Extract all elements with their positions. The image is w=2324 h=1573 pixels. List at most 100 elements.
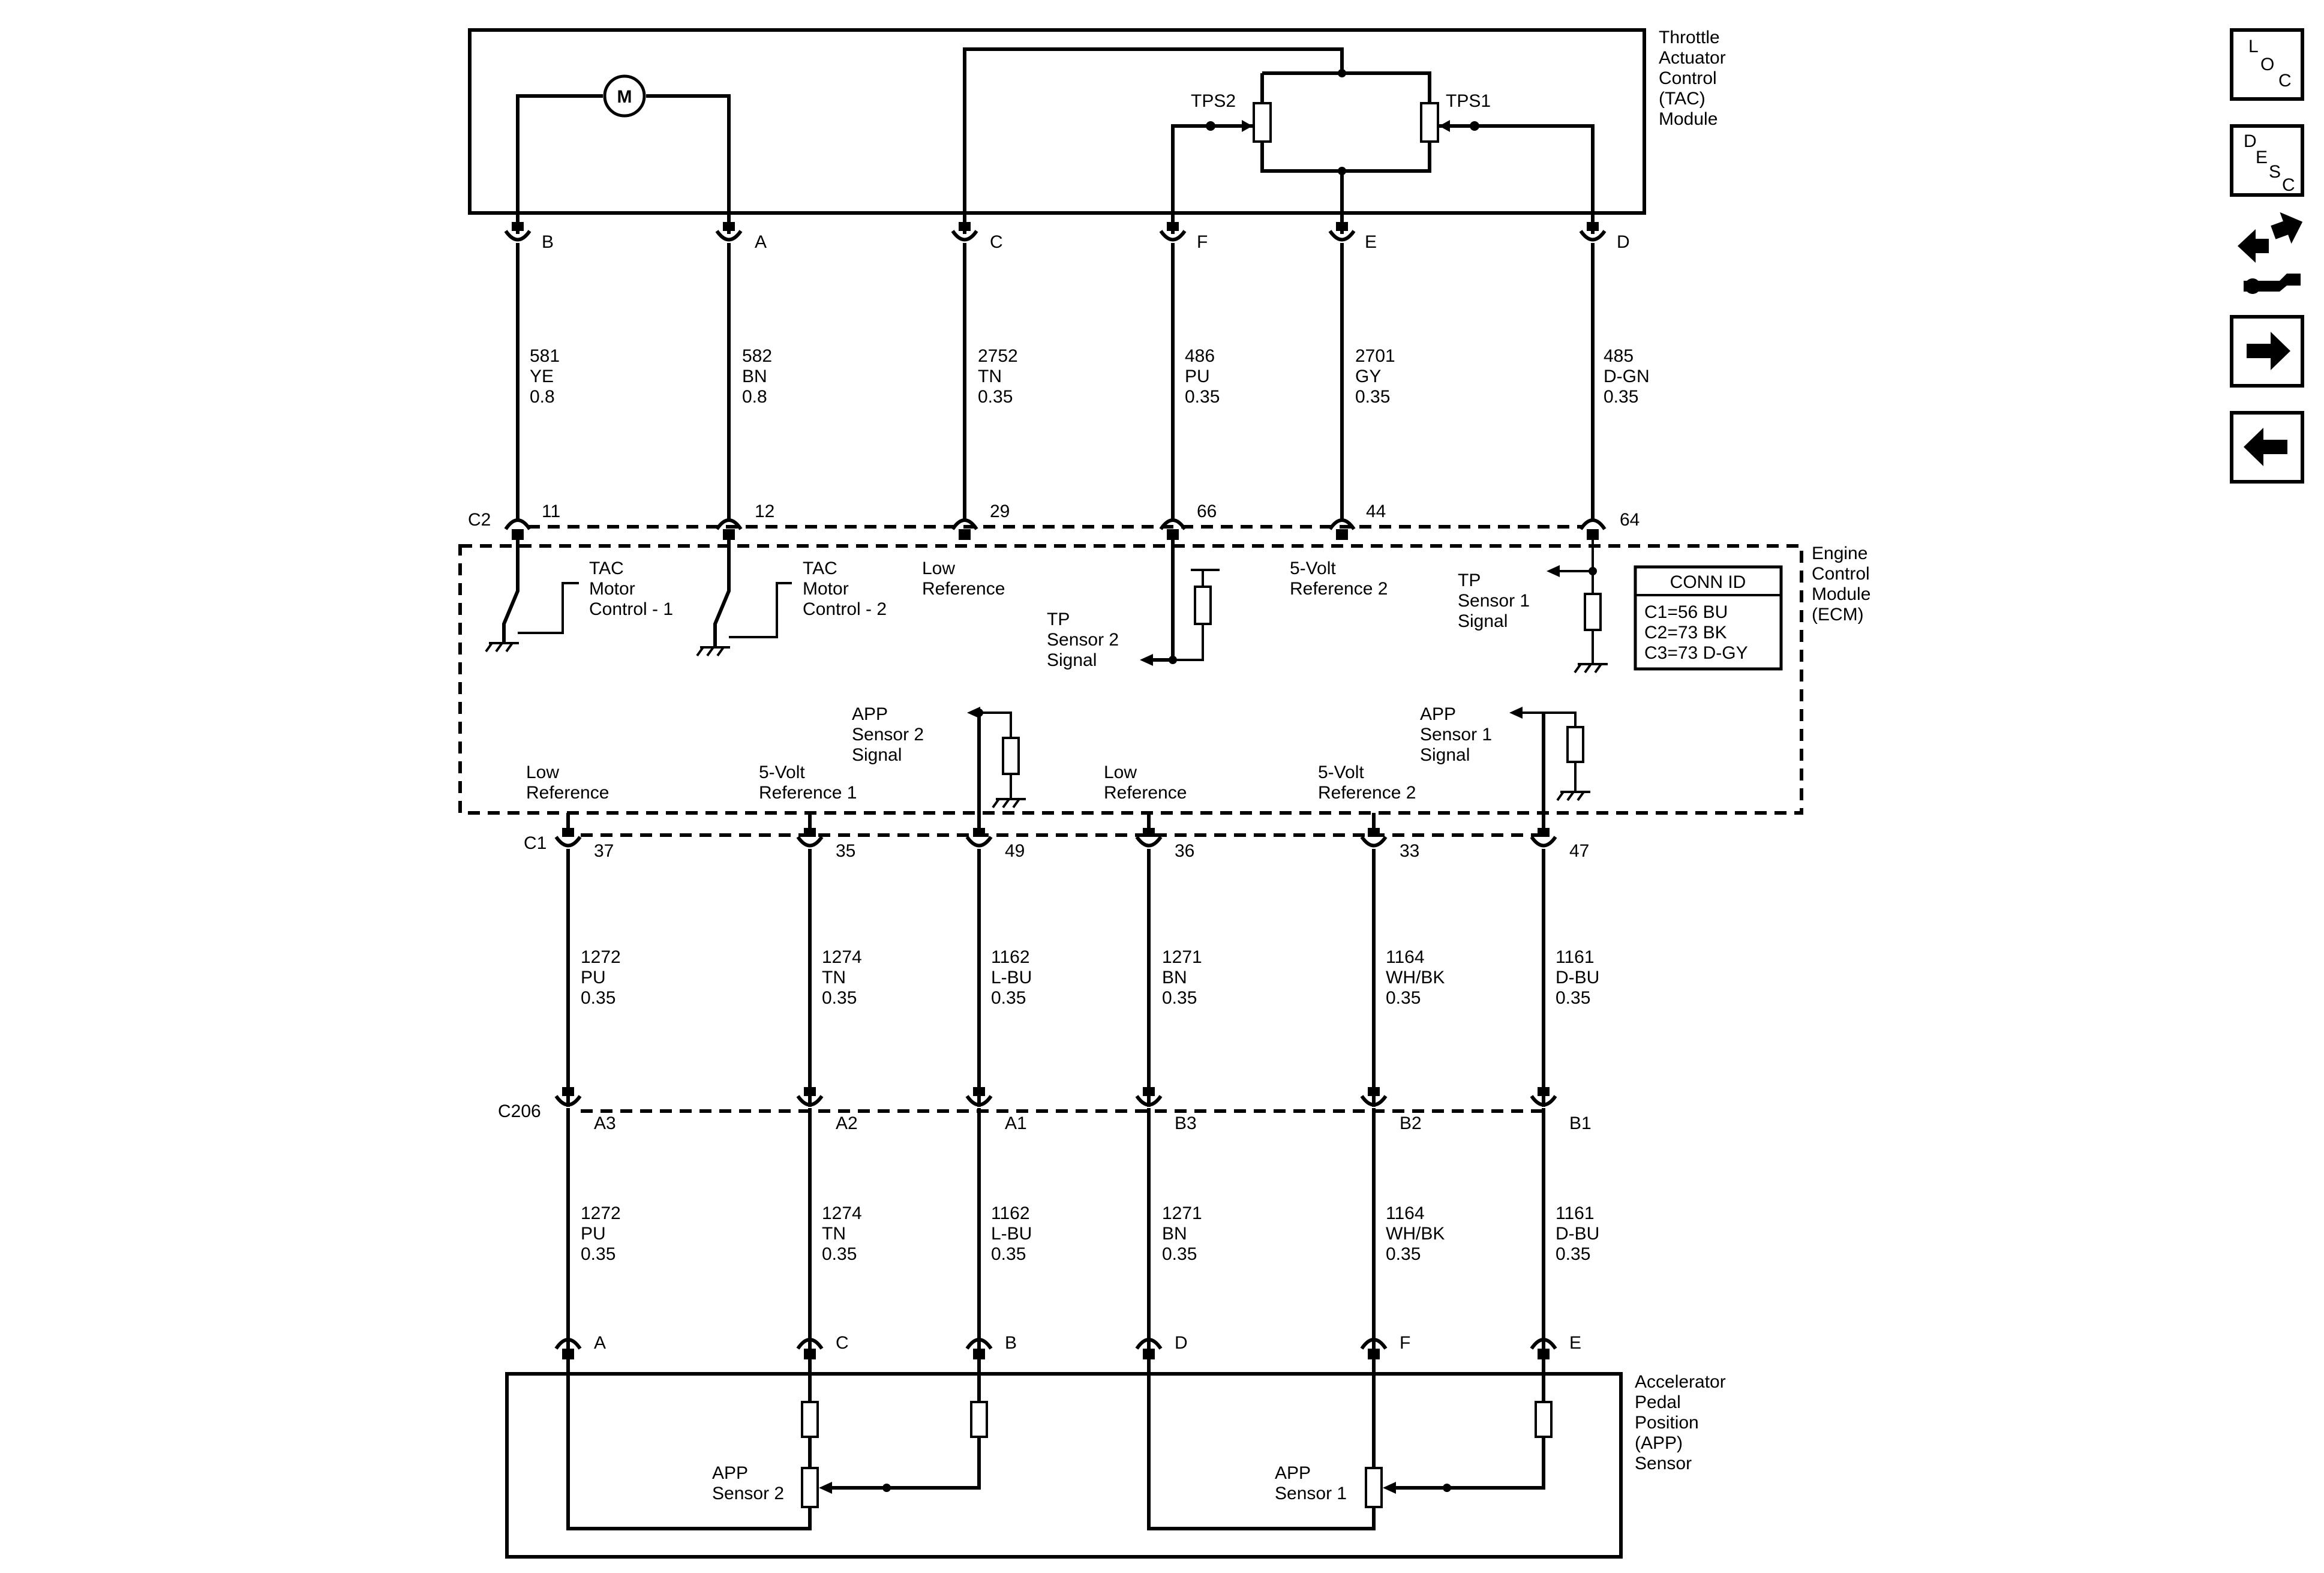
motor-label: M [617, 87, 632, 107]
app-sensor: Accelerator Pedal Position (APP) Sensor … [505, 1356, 1726, 1559]
wire-1272-color-lower: PU [581, 1224, 606, 1244]
five-volt-reference-1-label-1: 5-Volt [759, 763, 805, 782]
description-button-letter-c: C [2282, 175, 2295, 195]
wire-1272-number-upper: 1272 [581, 947, 621, 967]
tac-module-label-4: (TAC) [1659, 89, 1706, 109]
wire-1272-gauge-upper: 0.35 [581, 988, 615, 1008]
wire-1271-color-upper: BN [1162, 968, 1187, 987]
app-pin-a: A [594, 1333, 606, 1353]
wire-1162-color-lower: L-BU [991, 1224, 1032, 1244]
wire-1162-color-upper: L-BU [991, 968, 1032, 987]
five-volt-reference-2b-label-1: 5-Volt [1318, 763, 1364, 782]
wire-1161-color-upper: D-BU [1556, 968, 1599, 987]
app-sensor-2-signal-label-3: Signal [852, 745, 902, 765]
low-reference-37-label-2: Reference [526, 783, 609, 803]
tp-sensor-1-pulldown-resistor [1584, 593, 1602, 631]
tps1-resistor [1420, 102, 1439, 143]
app-pin-c: C [836, 1333, 849, 1353]
tac-pin-e: E [1365, 232, 1377, 252]
app-sensor-1-signal-label-3: Signal [1420, 745, 1470, 765]
app-sensor-2-pulldown-resistor [1002, 737, 1020, 775]
wire-1164-number-upper: 1164 [1386, 947, 1425, 967]
c206-pin-b1: B1 [1569, 1113, 1592, 1133]
wire-1271-gauge-lower: 0.35 [1162, 1244, 1197, 1264]
wire-485-color: D-GN [1604, 367, 1650, 386]
motor-symbol [603, 74, 646, 118]
next-page-button[interactable] [2230, 315, 2304, 388]
circuit-1274: 35 1274 TN 0.35 A2 1274 TN 0.35 C [798, 813, 862, 1359]
repair-procedure-icon[interactable] [2238, 206, 2308, 294]
ecm-pin-64: 64 [1620, 510, 1640, 530]
wire-1271-number-lower: 1271 [1162, 1203, 1202, 1223]
ecm-pin-37: 37 [594, 841, 614, 861]
ecm-pin-47: 47 [1569, 841, 1589, 861]
app-sensor-label-4: (APP) [1635, 1433, 1683, 1453]
app-pin-b: B [1005, 1333, 1017, 1353]
circuit-486: F 486 PU 0.35 66 [1161, 222, 1220, 540]
description-button-letter-s: S [2269, 162, 2281, 182]
tac-module-label-1: Throttle [1659, 28, 1720, 47]
ecm-pin-11: 11 [542, 502, 560, 521]
app-sensor-label-5: Sensor [1635, 1454, 1692, 1473]
wire-581-color: YE [530, 367, 554, 386]
tac-motor-control-1-label-3: Control - 1 [589, 599, 673, 619]
wire-1271-color-lower: BN [1162, 1224, 1187, 1244]
wire-1161-number-lower: 1161 [1556, 1203, 1595, 1223]
description-button-letter-e: E [2256, 148, 2268, 167]
five-volt-reference-1-label-2: Reference 1 [759, 783, 857, 803]
circuit-485: D 485 D-GN 0.35 64 [1581, 222, 1650, 540]
wire-1161-color-lower: D-BU [1556, 1224, 1599, 1244]
wire-1164-gauge-lower: 0.35 [1386, 1244, 1421, 1264]
tac-motor-control-1-label-1: TAC [589, 559, 624, 578]
top-circuits: B 581 YE 0.8 11 A 582 BN 0.8 12 C 2752 T… [468, 222, 1650, 540]
tac-module-label-2: Actuator [1659, 48, 1726, 68]
c206-pin-a2: A2 [836, 1113, 858, 1133]
previous-page-button[interactable] [2230, 411, 2304, 484]
tp-sensor-2-label-1: TP [1047, 610, 1070, 629]
location-button[interactable]: L O C [2230, 28, 2304, 101]
tac-module-label-3: Control [1659, 68, 1717, 88]
low-reference-36-label-2: Reference [1104, 783, 1187, 803]
wire-2701-color: GY [1355, 367, 1381, 386]
ecm-pin-29: 29 [990, 502, 1010, 521]
wire-2752-number: 2752 [978, 346, 1018, 366]
nav-toolbar: L O C D E S C [2230, 28, 2308, 484]
app-pin-f: F [1400, 1333, 1410, 1353]
location-button-letter-c: C [2278, 71, 2292, 91]
c206-pin-a1: A1 [1005, 1113, 1027, 1133]
wire-2701-gauge: 0.35 [1355, 387, 1390, 407]
location-button-letter-l: L [2248, 37, 2259, 56]
app-sensor-1-signal-resistor [1535, 1401, 1553, 1438]
conn-id-table: CONN ID C1=56 BU C2=73 BK C3=73 D-GY [1634, 565, 1783, 671]
app-sensor-1-signal-label-1: APP [1420, 704, 1456, 724]
circuit-1271: 36 1271 BN 0.35 B3 1271 BN 0.35 D [1137, 813, 1202, 1359]
wire-582-color: BN [742, 367, 767, 386]
arrow-left-icon [2244, 428, 2287, 466]
description-button[interactable]: D E S C [2230, 124, 2304, 197]
conn-id-title: CONN ID [1670, 572, 1746, 592]
circuit-1161: 47 1161 D-BU 0.35 B1 1161 D-BU 0.35 E [1532, 713, 1599, 1359]
ecm-pin-49: 49 [1005, 841, 1025, 861]
conn-id-row-c3: C3=73 D-GY [1644, 643, 1748, 663]
ecm-pin-33: 33 [1400, 841, 1419, 861]
wire-1274-color-upper: TN [822, 968, 846, 987]
app-sensor-2-series-resistor [801, 1401, 819, 1438]
app-sensor-label-2: Pedal [1635, 1392, 1681, 1412]
arrow-right-icon [2247, 332, 2290, 370]
app-sensor-label-3: Position [1635, 1413, 1699, 1433]
wire-1274-gauge-lower: 0.35 [822, 1244, 857, 1264]
circuit-1272: 37 1272 PU 0.35 A3 1272 PU 0.35 A [556, 813, 621, 1359]
wire-1164-color-lower: WH/BK [1386, 1224, 1445, 1244]
tac-module-label-5: Module [1659, 109, 1718, 129]
wire-1162-gauge-upper: 0.35 [991, 988, 1026, 1008]
bottom-circuits: C1 C206 37 1272 PU 0.35 A3 1272 PU 0.35 … [498, 713, 1599, 1359]
tac-pin-d: D [1617, 232, 1630, 252]
tac-pin-f: F [1197, 232, 1208, 252]
wire-582-number: 582 [742, 346, 772, 366]
wire-1271-number-upper: 1271 [1162, 947, 1202, 967]
tac-pin-b: B [542, 232, 554, 252]
wire-1272-number-lower: 1272 [581, 1203, 621, 1223]
tps1-label: TPS1 [1446, 91, 1491, 111]
low-reference-37-label-1: Low [526, 763, 559, 782]
